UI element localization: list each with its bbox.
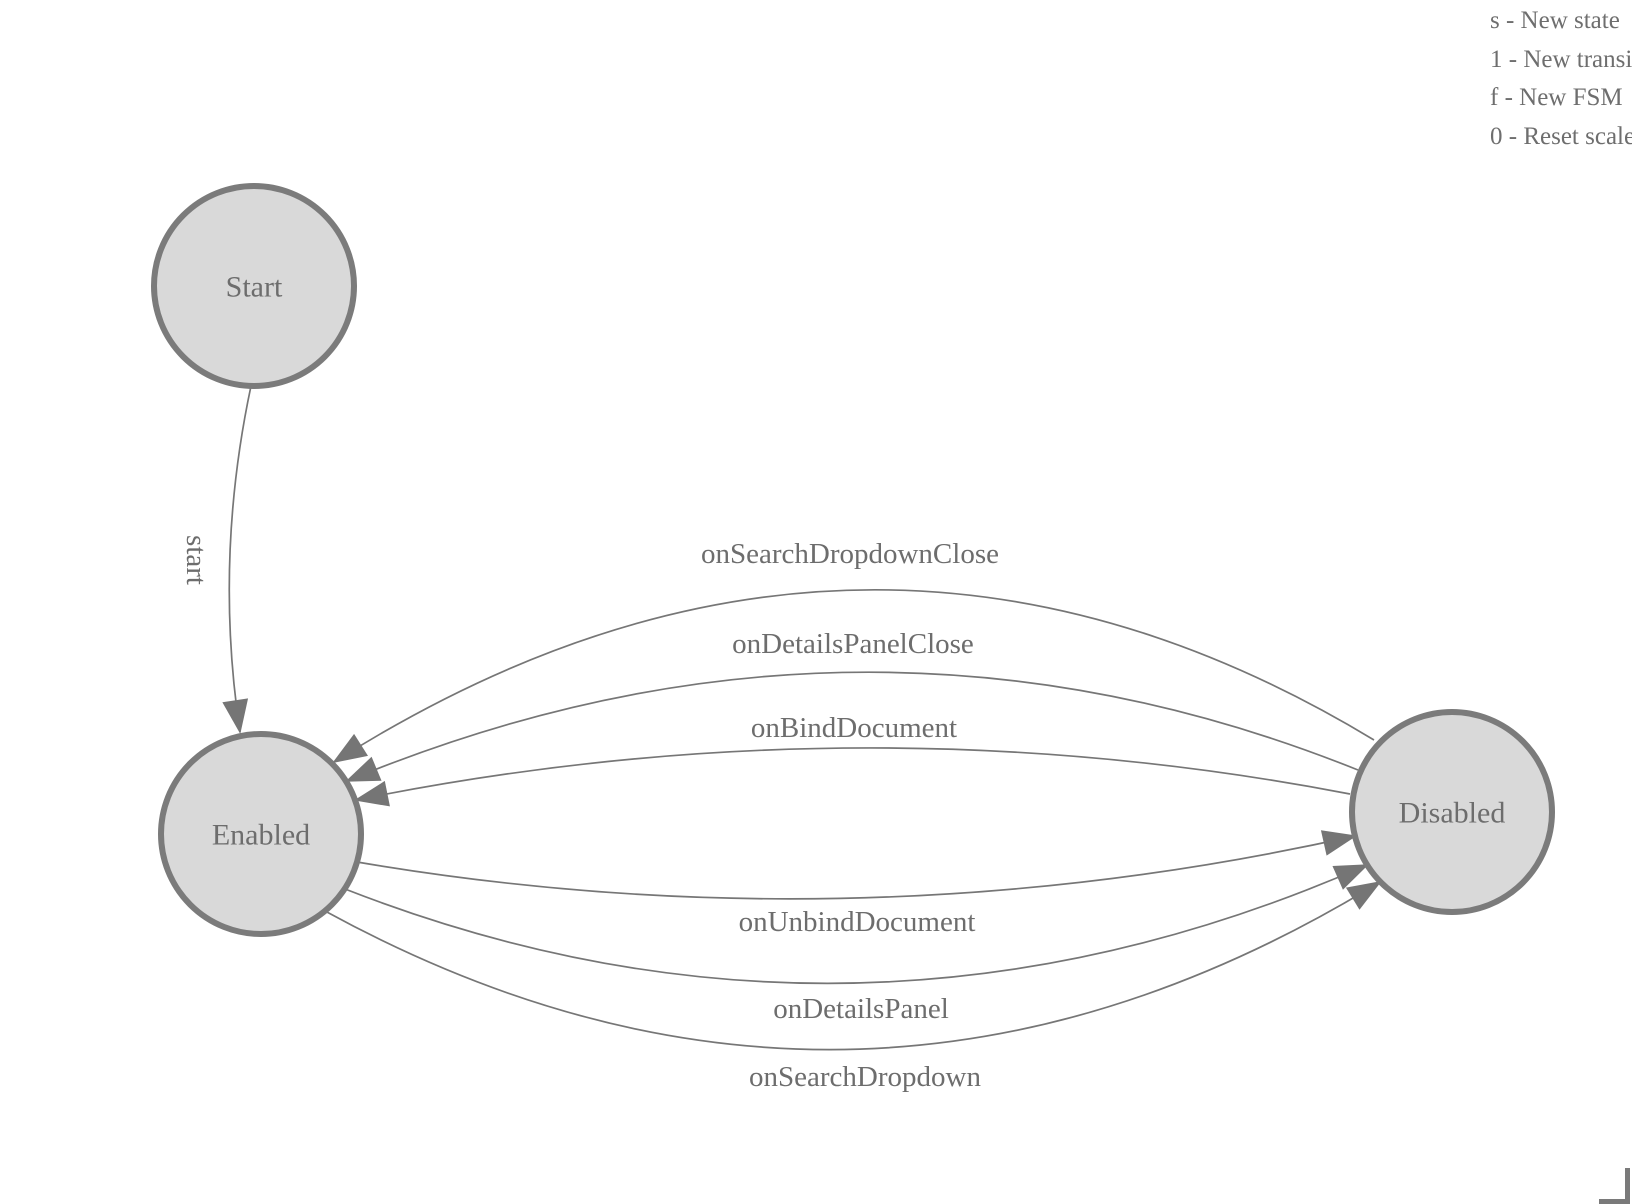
legend-line-new-transition: 1 - New transition — [1490, 45, 1632, 73]
state-enabled-circle[interactable] — [158, 731, 364, 937]
state-disabled-circle[interactable] — [1349, 709, 1555, 915]
transition-start-edge[interactable] — [222, 385, 252, 734]
shortcut-legend: s - New state 1 - New transition f - New… — [1490, 2, 1632, 156]
transition-ondetailspanel-edge[interactable] — [344, 864, 1369, 985]
state-start-label: Start — [226, 271, 283, 304]
transition-ondetailspanel-label[interactable]: onDetailsPanel — [773, 993, 949, 1025]
transition-onsearchdropdown-edge[interactable] — [324, 880, 1382, 1051]
transition-ondetailspanelclose-label[interactable]: onDetailsPanelClose — [732, 628, 974, 660]
state-enabled-label: Enabled — [212, 819, 310, 852]
state-disabled-label: Disabled — [1399, 797, 1506, 830]
transition-ondetailspanelclose-edge[interactable] — [345, 671, 1359, 782]
transition-onsearchdropdownclose-label[interactable]: onSearchDropdownClose — [701, 538, 999, 570]
transition-onbinddocument-label[interactable]: onBindDocument — [751, 712, 957, 744]
legend-line-new-fsm: f - New FSM — [1490, 84, 1623, 111]
transition-onunbinddocument-edge[interactable] — [356, 830, 1357, 900]
canvas-corner-mark — [1599, 1168, 1630, 1204]
transition-onunbinddocument-label[interactable]: onUnbindDocument — [739, 906, 976, 938]
legend-line-reset-scale: 0 - Reset scale — [1490, 122, 1632, 150]
transition-onsearchdropdownclose-edge[interactable] — [332, 588, 1375, 764]
transition-onbinddocument-edge[interactable] — [354, 747, 1351, 807]
state-start-circle[interactable] — [151, 183, 357, 389]
transition-onsearchdropdown-label[interactable]: onSearchDropdown — [749, 1061, 981, 1093]
transition-start-label[interactable]: start — [180, 535, 212, 585]
legend-line-new-state: s - New state — [1490, 7, 1620, 34]
